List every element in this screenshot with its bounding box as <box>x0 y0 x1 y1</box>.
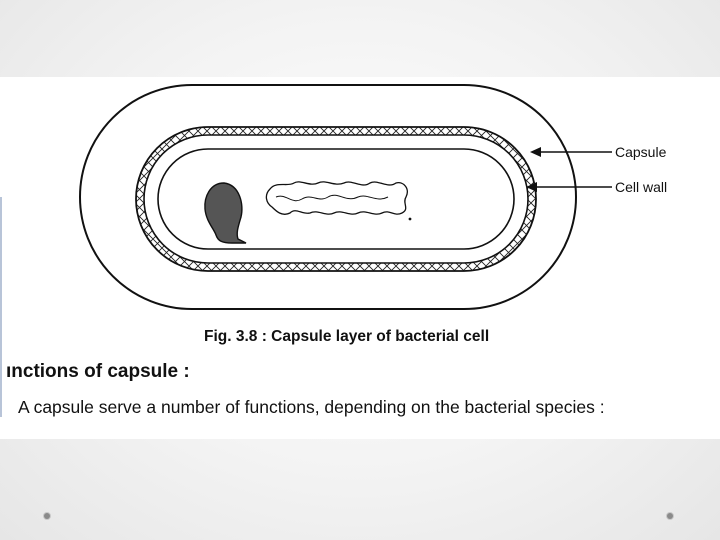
slide-image: Capsule Cell wall Fig. 3.8 : Capsule lay… <box>0 77 720 439</box>
capsule-label: Capsule <box>615 144 667 160</box>
figure-caption: Fig. 3.8 : Capsule layer of bacterial ce… <box>204 328 489 345</box>
nucleoid-dot <box>409 218 412 221</box>
section-heading: ınctions of capsule : <box>6 361 190 383</box>
bacterial-cell-diagram: Capsule Cell wall Fig. 3.8 : Capsule lay… <box>0 77 720 439</box>
slide-corner-dot-left <box>44 513 50 519</box>
body-text: A capsule serve a number of functions, d… <box>18 397 605 418</box>
slide-corner-dot-right <box>667 513 673 519</box>
cell-wall-label: Cell wall <box>615 179 667 195</box>
